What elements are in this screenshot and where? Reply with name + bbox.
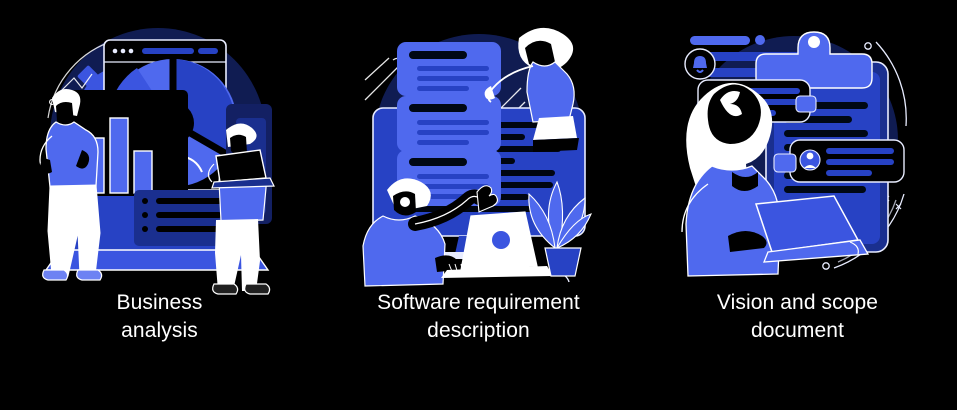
laptop xyxy=(440,211,570,283)
caption-line-2: description xyxy=(427,318,530,342)
document-card-2 xyxy=(396,96,501,152)
caption-business-analysis: Business analysis xyxy=(15,289,305,344)
caption-line-2: document xyxy=(750,318,845,342)
panel-software-requirement-description: Software requirement description xyxy=(319,0,638,410)
caption-software-requirement-description: Software requirement description xyxy=(334,289,624,344)
woman-with-laptop xyxy=(680,82,869,277)
laptop-held xyxy=(210,149,275,189)
illustration-vision-and-scope-document xyxy=(668,18,928,283)
panel-vision-and-scope-document: Vision and scope document xyxy=(638,0,957,410)
bell-notification-icon xyxy=(683,48,716,80)
person-reaching-woman xyxy=(484,27,579,152)
potted-plant xyxy=(527,180,592,277)
illustration-business-analysis xyxy=(30,18,290,295)
caption-line-2: analysis xyxy=(121,318,198,342)
person-standing-left xyxy=(38,89,102,281)
document-card-1 xyxy=(396,42,501,96)
caption-line-1: Business xyxy=(116,291,203,314)
dashboard-list-card xyxy=(133,190,228,246)
person-with-laptop-right xyxy=(207,123,275,295)
illustration-software-requirement-description xyxy=(349,18,609,287)
person-with-laptop-seated xyxy=(361,178,498,287)
caption-line-1: Vision and scope xyxy=(716,291,879,314)
chat-bubble-bottom xyxy=(772,139,905,183)
caption-line-1: Software requirement xyxy=(377,291,580,314)
caption-vision-and-scope-document: Vision and scope document xyxy=(653,289,943,344)
panel-business-analysis: Business analysis xyxy=(0,0,319,410)
